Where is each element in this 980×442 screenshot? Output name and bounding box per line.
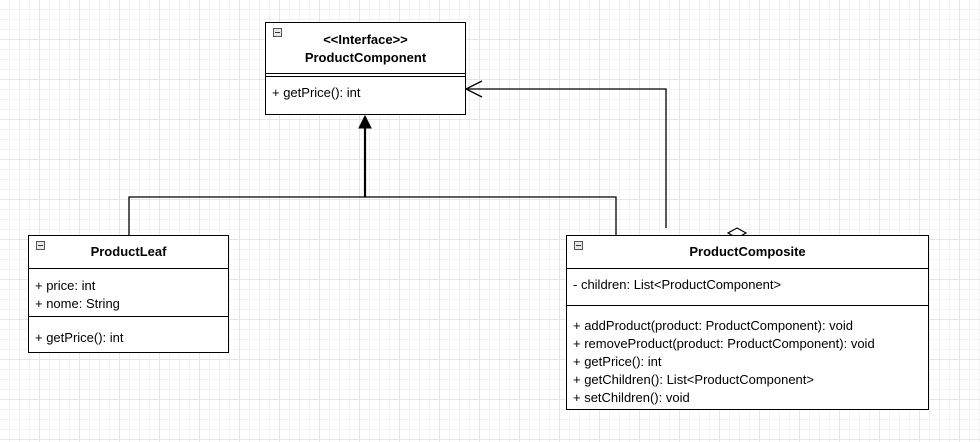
- method: + removeProduct(product: ProductComponen…: [573, 336, 875, 351]
- composite-name: ProductComposite: [689, 244, 806, 259]
- method: + getPrice(): int: [272, 85, 361, 100]
- composite-attributes: - children: List<ProductComponent>: [567, 269, 928, 305]
- method: + addProduct(product: ProductComponent):…: [573, 318, 854, 333]
- filled-arrowhead: [358, 114, 372, 129]
- method: + setChildren(): void: [573, 390, 690, 405]
- interface-divider: [266, 73, 465, 74]
- composite-generalization-line[interactable]: [365, 196, 617, 235]
- leaf-divider: [29, 316, 228, 317]
- interface-divider-2: [266, 76, 465, 77]
- interface-name: ProductComponent: [304, 50, 427, 65]
- interface-stereotype: <<Interface>>: [323, 32, 408, 47]
- collapse-icon[interactable]: [574, 241, 583, 250]
- leaf-attributes: + price: int + nome: String: [29, 269, 228, 316]
- attribute: - children: List<ProductComponent>: [573, 277, 782, 292]
- attribute: + nome: String: [35, 296, 120, 311]
- interface-product-component[interactable]: <<Interface>> ProductComponent + getPric…: [265, 22, 466, 115]
- method: + getPrice(): int: [573, 354, 662, 369]
- composite-to-interface-association[interactable]: [468, 88, 667, 228]
- collapse-icon[interactable]: [36, 241, 45, 250]
- class-product-composite[interactable]: ProductComposite - children: List<Produc…: [566, 235, 929, 410]
- class-product-leaf[interactable]: ProductLeaf + price: int + nome: String …: [28, 235, 229, 353]
- attribute: + price: int: [35, 278, 96, 293]
- leaf-header: ProductLeaf: [29, 236, 228, 269]
- interface-header: <<Interface>> ProductComponent: [266, 23, 465, 73]
- leaf-name: ProductLeaf: [90, 244, 167, 259]
- method: + getPrice(): int: [35, 330, 124, 345]
- composite-methods: + addProduct(product: ProductComponent):…: [567, 306, 928, 410]
- interface-methods: + getPrice(): int: [266, 77, 465, 105]
- composite-divider: [567, 305, 928, 306]
- leaf-generalization-line[interactable]: [128, 127, 366, 235]
- collapse-icon[interactable]: [273, 28, 282, 37]
- method: + getChildren(): List<ProductComponent>: [573, 372, 814, 387]
- leaf-methods: + getPrice(): int: [29, 317, 228, 350]
- composite-header: ProductComposite: [567, 236, 928, 269]
- open-arrowhead: [464, 80, 483, 98]
